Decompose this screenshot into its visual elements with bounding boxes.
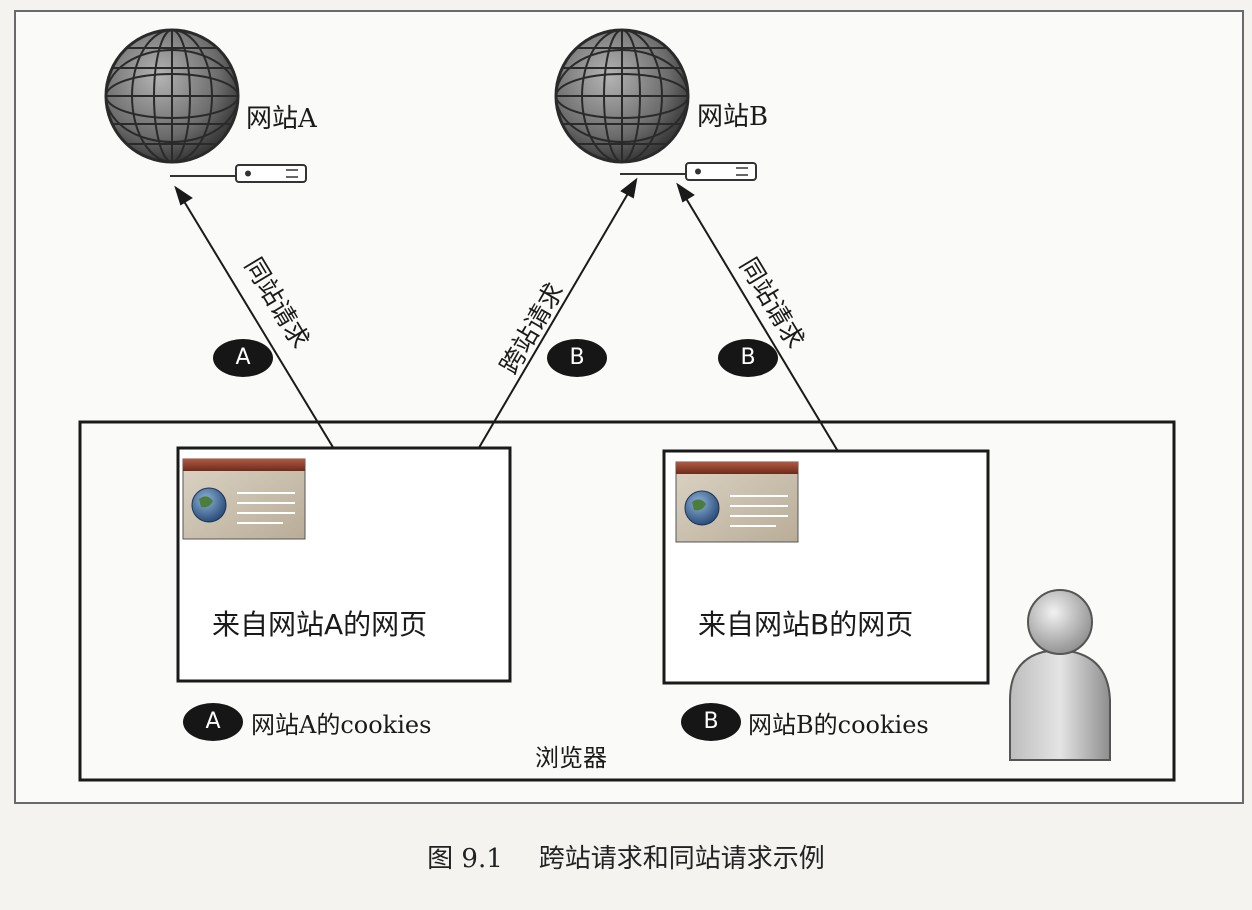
badge-a-request: A: [213, 339, 273, 377]
cookies-a-label: 网站A的cookies: [251, 711, 432, 739]
browser-window-icon: [675, 461, 799, 543]
figure-number: 图 9.1: [427, 844, 503, 874]
badge-a-cookie: A: [183, 703, 243, 741]
site-a-label: 网站A: [246, 104, 317, 134]
figure-title: 跨站请求和同站请求示例: [538, 844, 825, 874]
browser-label: 浏览器: [535, 744, 607, 772]
globe-icon: [104, 28, 240, 164]
badge-b-cookie: B: [681, 703, 741, 741]
cookies-b-label: 网站B的cookies: [748, 711, 929, 739]
globe-icon: [554, 28, 690, 164]
figure-caption: 图 9.1 跨站请求和同站请求示例: [0, 838, 1252, 875]
badge-b-cross: B: [547, 339, 607, 377]
browser-box: [78, 420, 1176, 782]
server-icon: [620, 162, 757, 181]
page-a-label: 来自网站A的网页: [212, 608, 428, 641]
site-b-label: 网站B: [697, 102, 769, 132]
browser-window-icon: [182, 458, 306, 540]
server-icon: [170, 164, 307, 183]
page-b-label: 来自网站B的网页: [698, 608, 914, 641]
user-icon: [1009, 589, 1111, 761]
badge-b-request: B: [718, 339, 778, 377]
